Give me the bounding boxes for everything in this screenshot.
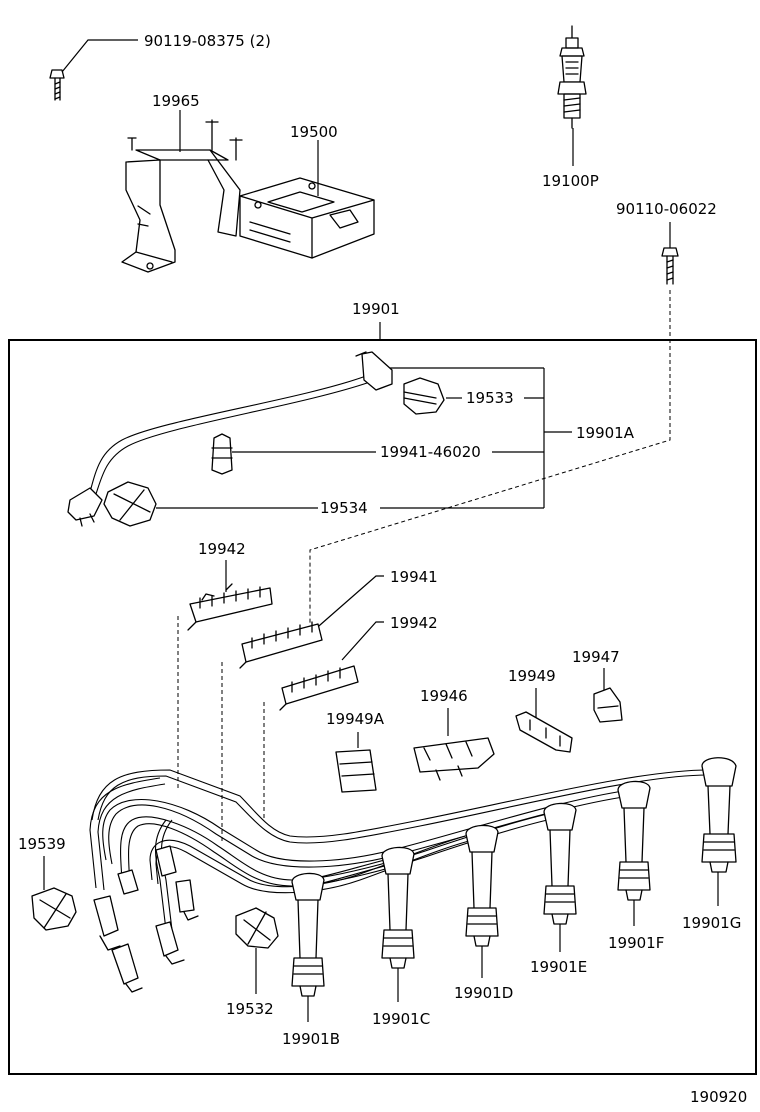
boot-19534[interactable] — [103, 481, 318, 527]
clamp-19946[interactable] — [413, 708, 495, 781]
bracket-19965[interactable] — [121, 110, 243, 273]
label-boot-19534: 19534 — [320, 499, 368, 517]
label-clamp-19942-a: 19942 — [198, 540, 246, 558]
label-bolt-top: 90119-08375 (2) — [144, 32, 271, 50]
label-coil: 19500 — [290, 123, 338, 141]
label-wire-19901C: 19901C — [372, 1010, 430, 1028]
label-wire-19901A: 19901A — [576, 424, 635, 442]
clamp-19942-b[interactable] — [279, 621, 384, 711]
label-clamp-19949A: 19949A — [326, 710, 385, 728]
plug-boot-19901G[interactable] — [701, 757, 737, 906]
label-wire-19901G: 19901G — [682, 914, 741, 932]
plug-boot-19901B[interactable] — [291, 872, 325, 1022]
plug-boot-19901C[interactable] — [381, 846, 415, 1002]
boot-19539[interactable] — [31, 856, 77, 931]
label-clamp-19941: 19941 — [390, 568, 438, 586]
cap-19533[interactable] — [403, 377, 462, 415]
label-clamp-19941-46020: 19941-46020 — [380, 443, 481, 461]
coil-side-boots — [93, 845, 199, 993]
bolt-90110-06022[interactable] — [661, 222, 679, 285]
label-wire-19901B: 19901B — [282, 1030, 340, 1048]
label-clamp-19947: 19947 — [572, 648, 620, 666]
harness-set-frame — [8, 339, 757, 1075]
clamp-19949A[interactable] — [335, 732, 377, 793]
clamp-19949[interactable] — [515, 688, 573, 753]
label-boot-19532: 19532 — [226, 1000, 274, 1018]
spark-plug-19100P[interactable] — [557, 25, 587, 166]
label-cap-19533: 19533 — [466, 389, 514, 407]
label-clamp-19949: 19949 — [508, 667, 556, 685]
label-clamp-19946: 19946 — [420, 687, 468, 705]
label-harness-set: 19901 — [352, 300, 400, 318]
plug-boot-19901D[interactable] — [465, 824, 499, 978]
ignition-coil-19500[interactable] — [239, 140, 375, 259]
boot-19532[interactable] — [235, 907, 279, 994]
diagram-code: 190920 — [690, 1088, 747, 1106]
bolt-leader-dashed — [309, 290, 671, 626]
clamp-19947[interactable] — [593, 668, 623, 723]
plug-boot-19901F[interactable] — [617, 780, 651, 926]
bolt-90119-08375[interactable] — [49, 39, 138, 101]
clamp-19941-46020[interactable] — [211, 433, 376, 475]
label-boot-19539: 19539 — [18, 835, 66, 853]
label-wire-19901F: 19901F — [608, 934, 664, 952]
plug-boot-19901E[interactable] — [543, 802, 577, 952]
bracket-lead-19901A — [380, 367, 572, 509]
clamp-19942-a[interactable] — [187, 560, 273, 631]
label-spark-plug: 19100P — [542, 172, 599, 190]
label-bolt-right: 90110-06022 — [616, 200, 717, 218]
label-clamp-19942-b: 19942 — [390, 614, 438, 632]
label-bracket: 19965 — [152, 92, 200, 110]
clamp-19941[interactable] — [239, 575, 384, 669]
label-wire-19901E: 19901E — [530, 958, 587, 976]
label-wire-19901D: 19901D — [454, 984, 513, 1002]
wire-19901A[interactable] — [67, 351, 393, 527]
